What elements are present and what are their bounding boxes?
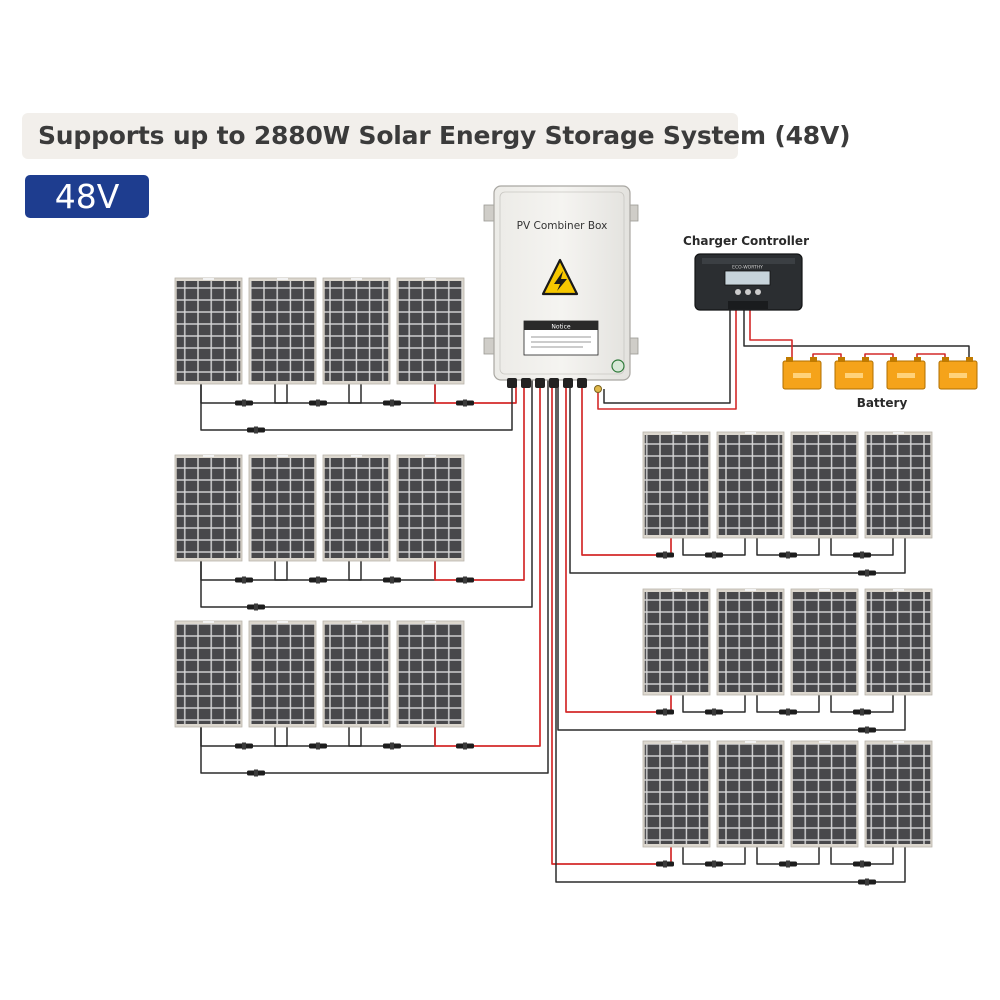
negative-wire [200, 380, 549, 774]
solar-panel [790, 431, 859, 539]
positive-wire [434, 380, 525, 581]
solar-panel [790, 740, 859, 848]
negative-wire [743, 310, 970, 362]
solar-panel [716, 431, 785, 539]
page-title: Supports up to 2880W Solar Energy Storag… [38, 121, 851, 150]
solar-panel [790, 588, 859, 696]
solar-panel [396, 277, 465, 385]
positive-wire [749, 310, 793, 362]
negative-wire [200, 380, 533, 608]
solar-panel [864, 431, 933, 539]
cable-glands [507, 378, 587, 388]
positive-wire [434, 380, 541, 747]
positive-wire [434, 380, 517, 404]
combiner-box-label: PV Combiner Box [517, 220, 608, 232]
cable-gland [507, 378, 517, 388]
solar-panel [248, 277, 317, 385]
solar-panel [716, 740, 785, 848]
negative-wire [557, 380, 906, 731]
solar-panel [322, 620, 391, 728]
solar-panel [322, 277, 391, 385]
voltage-badge: 48V [25, 175, 149, 218]
notice-label-plate: Notice [523, 320, 599, 356]
solar-panel [322, 454, 391, 562]
cable-gland [549, 378, 559, 388]
positive-wire [597, 310, 737, 410]
cable-gland [521, 378, 531, 388]
solar-panel [642, 588, 711, 696]
solar-panel [174, 454, 243, 562]
positive-wire [551, 380, 672, 865]
title-banner [22, 113, 738, 159]
positive-wire [581, 380, 672, 556]
solar-panel [248, 620, 317, 728]
solar-panel [864, 588, 933, 696]
cable-gland [563, 378, 573, 388]
ground-icon [611, 359, 625, 373]
negative-wire [603, 310, 731, 404]
wiring [200, 310, 970, 886]
cable-gland [535, 378, 545, 388]
solar-panel [642, 431, 711, 539]
negative-wire [200, 380, 513, 431]
battery-label: Battery [857, 396, 908, 410]
solar-panel [174, 277, 243, 385]
solar-panel [642, 740, 711, 848]
notice-title: Notice [551, 324, 570, 331]
controller-brand: ECO-WORTHY [732, 265, 763, 271]
solar-panel [864, 740, 933, 848]
battery [938, 357, 978, 390]
cable-gland [577, 378, 587, 388]
charge-controller: Charger Controller ECO-WORTHY [683, 234, 809, 311]
pv-combiner-box: PV Combiner Box Notice [483, 185, 639, 393]
battery-bank [782, 357, 978, 390]
solar-panels [174, 277, 933, 848]
solar-panel [716, 588, 785, 696]
battery [782, 357, 822, 390]
charge-controller-label: Charger Controller [683, 234, 809, 248]
negative-wire [569, 380, 906, 574]
high-voltage-warning-icon [541, 258, 579, 296]
negative-wire [555, 380, 906, 883]
solar-panel [396, 620, 465, 728]
positive-wire [565, 380, 672, 713]
solar-panel [396, 454, 465, 562]
battery [886, 357, 926, 390]
solar-panel [174, 620, 243, 728]
battery [834, 357, 874, 390]
solar-panel [248, 454, 317, 562]
